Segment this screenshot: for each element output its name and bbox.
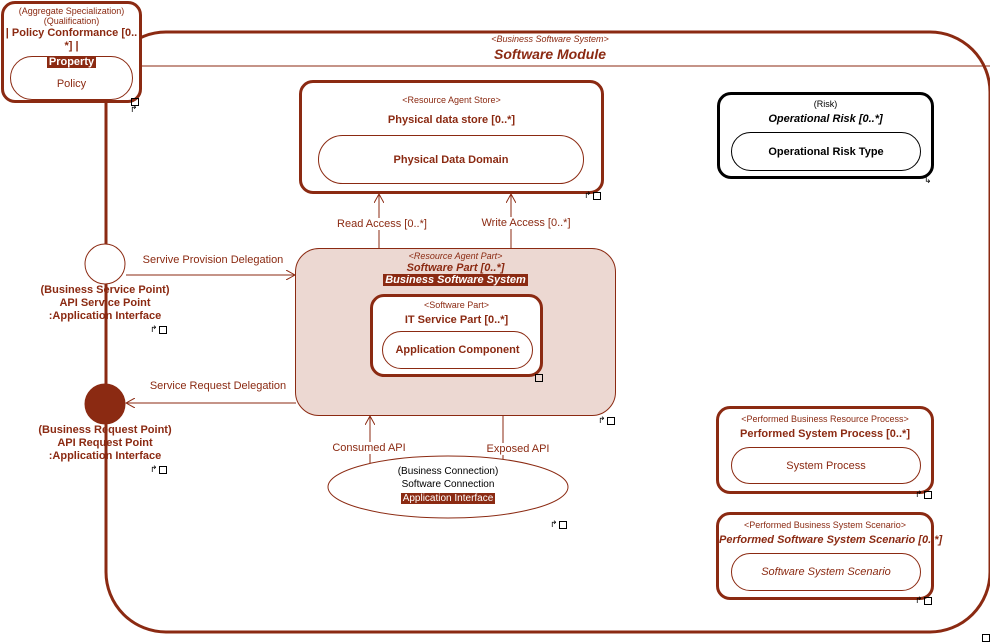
- policy-stereotype-2: (Qualification): [43, 16, 100, 26]
- software-connection-ellipse[interactable]: [327, 455, 569, 519]
- operational-risk-type[interactable]: Operational Risk Type: [731, 132, 921, 171]
- policy-inner[interactable]: Policy: [10, 56, 133, 100]
- connection-line2: Software Connection: [401, 479, 495, 490]
- connection-marker-icon: ↱: [550, 520, 567, 529]
- risk-stereotype: (Risk): [813, 99, 838, 109]
- process-title: Performed System Process [0..*]: [740, 428, 910, 440]
- module-stereotype: <Business Software System>: [491, 34, 609, 44]
- software-part-marker-icon: ↱: [598, 416, 615, 425]
- service-point-line2: API Service Point: [59, 297, 151, 309]
- risk-link-icon: ↳: [924, 175, 932, 185]
- data-store-stereotype: <Resource Agent Store>: [402, 95, 501, 105]
- scenario-marker-icon: ↱: [915, 596, 932, 605]
- request-point-marker-icon: ↱: [150, 465, 167, 474]
- application-component[interactable]: Application Component: [382, 331, 533, 369]
- software-module-boundary[interactable]: [104, 30, 990, 634]
- policy-title-line2: *] |: [64, 40, 79, 52]
- read-access-label: Read Access [0..*]: [332, 218, 432, 230]
- software-part-type: Business Software System: [383, 274, 528, 286]
- data-store-marker-icon: ↱: [584, 191, 601, 200]
- physical-data-domain[interactable]: Physical Data Domain: [318, 135, 584, 184]
- performed-scenario-box[interactable]: <Performed Business System Scenario> Per…: [716, 512, 943, 600]
- software-part-type-wrap: Business Software System: [296, 274, 615, 286]
- service-point-line1: (Business Service Point): [40, 284, 170, 296]
- it-service-part-box[interactable]: <Software Part> IT Service Part [0..*] A…: [370, 294, 543, 377]
- service-request-label: Service Request Delegation: [149, 380, 287, 392]
- scenario-stereotype: <Performed Business System Scenario>: [743, 520, 907, 530]
- risk-title: Operational Risk [0..*]: [768, 113, 883, 125]
- data-store-title: Physical data store [0..*]: [387, 114, 516, 126]
- consumed-api-label: Consumed API: [326, 442, 412, 454]
- request-point-line1: (Business Request Point): [38, 424, 172, 436]
- process-marker-icon: ↱: [915, 490, 932, 499]
- it-service-part-stereotype: <Software Part>: [423, 300, 490, 310]
- software-part-stereotype: <Resource Agent Part>: [408, 251, 503, 261]
- connection-line1: (Business Connection): [397, 466, 499, 477]
- software-part-title: Software Part [0..*]: [406, 262, 505, 274]
- policy-property-label: Property: [46, 56, 97, 68]
- scenario-title: Performed Software System Scenario [0..*…: [719, 534, 943, 546]
- system-process[interactable]: System Process: [731, 447, 921, 484]
- request-point-line3: :Application Interface: [48, 450, 162, 462]
- policy-link-icon: ↱: [130, 104, 138, 114]
- software-system-scenario[interactable]: Software System Scenario: [731, 553, 921, 591]
- service-point-marker-icon: ↱: [150, 325, 167, 334]
- policy-inner-label: Policy: [56, 78, 87, 90]
- service-provision-label: Servive Provision Delegation: [142, 254, 284, 266]
- write-access-label: Write Access [0..*]: [476, 217, 576, 229]
- performed-system-process-box[interactable]: <Performed Business Resource Process> Pe…: [716, 406, 934, 494]
- policy-conformance-box[interactable]: (Aggregate Specialization) (Qualificatio…: [1, 1, 142, 103]
- request-point-port[interactable]: [84, 383, 126, 425]
- policy-stereotype-1: (Aggregate Specialization): [18, 6, 125, 16]
- module-title: Software Module: [493, 46, 606, 62]
- exposed-api-label: Exposed API: [478, 443, 558, 455]
- software-part-box[interactable]: <Resource Agent Part> Software Part [0..…: [295, 248, 616, 416]
- policy-marker-icon: [130, 97, 139, 106]
- physical-data-store-box[interactable]: <Resource Agent Store> Physical data sto…: [299, 80, 604, 194]
- service-point-port[interactable]: [84, 243, 126, 285]
- connection-line3: Application Interface: [400, 493, 496, 504]
- service-point-line3: :Application Interface: [48, 310, 162, 322]
- module-marker-icon: [981, 633, 990, 642]
- operational-risk-box[interactable]: (Risk) Operational Risk [0..*] Operation…: [717, 92, 934, 179]
- connection-line3-wrap: Application Interface: [348, 493, 548, 504]
- request-point-line2: API Request Point: [57, 437, 153, 449]
- it-service-marker-icon: [534, 373, 543, 382]
- process-stereotype: <Performed Business Resource Process>: [741, 414, 909, 424]
- it-service-part-title: IT Service Part [0..*]: [404, 314, 509, 326]
- policy-property-wrap: Property: [4, 56, 139, 68]
- policy-title-line1: | Policy Conformance [0..: [5, 27, 138, 39]
